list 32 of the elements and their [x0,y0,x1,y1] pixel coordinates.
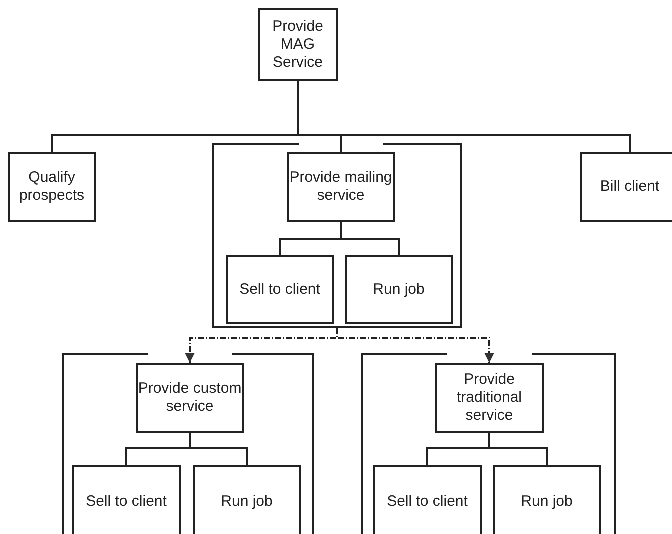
process-box [373,465,482,534]
group-frame [212,143,462,328]
process-box [258,8,338,81]
box-label: Run job [521,493,573,511]
box-label: Sell to client [240,280,320,298]
process-box [435,363,544,433]
process-box [493,465,601,534]
group-frame [62,353,314,534]
connector-line [488,433,548,465]
box-label: Qualify prospects [18,169,86,205]
box-label: Sell to client [86,493,167,511]
box-label: Run job [373,280,425,298]
connector-line [340,222,400,255]
process-box [8,152,96,222]
connector-line [189,433,248,465]
process-box [345,255,453,324]
connector-line [297,81,631,152]
process-box [72,465,181,534]
dashed-connector [336,328,494,363]
box-label: Bill client [600,178,660,196]
box-label: Provide mailing service [289,169,393,205]
box-label: Sell to client [387,493,468,511]
process-box [136,363,244,433]
process-box [287,152,395,222]
group-frame [361,353,616,534]
box-label: Provide traditional service [456,371,524,425]
process-box [580,152,672,222]
process-box [226,255,334,324]
box-label: Provide MAG Service [272,18,324,72]
box-label: Provide custom service [138,380,242,416]
box-label: Run job [221,493,273,511]
process-box [193,465,301,534]
